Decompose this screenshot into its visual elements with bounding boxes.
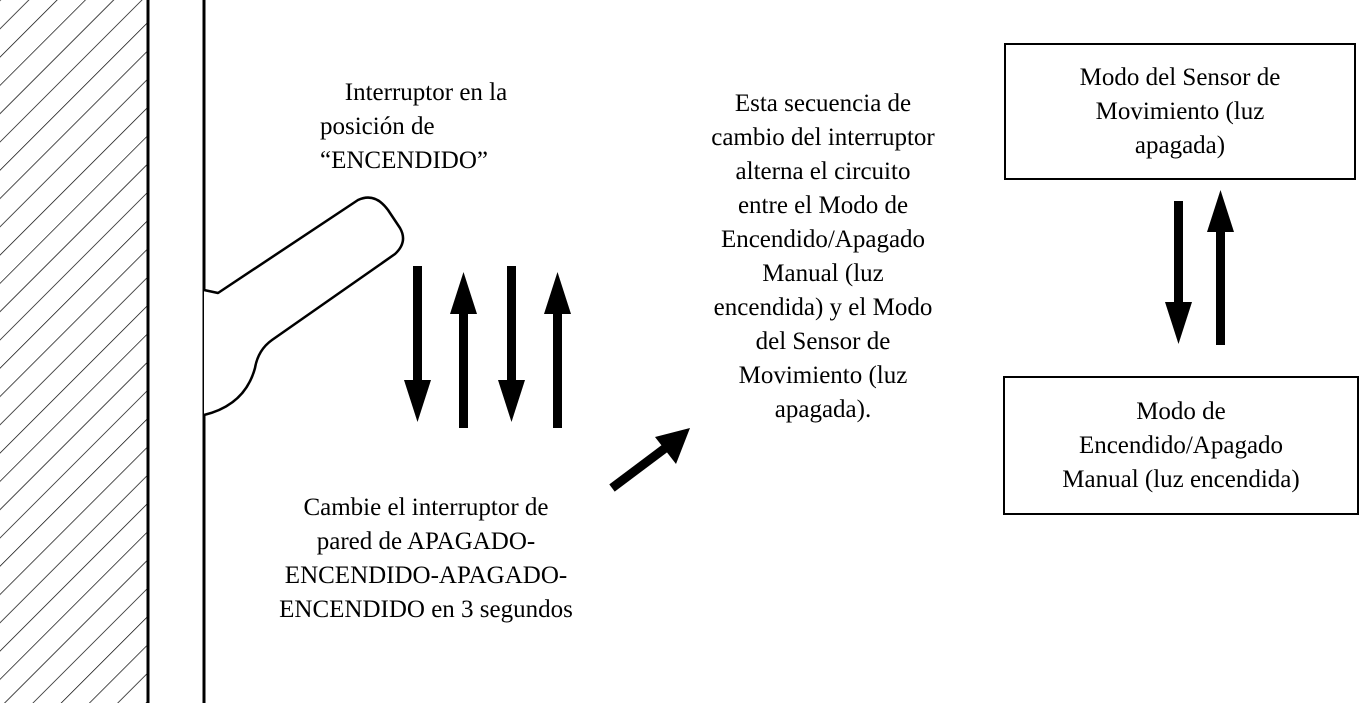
text-line: Manual (luz (762, 260, 884, 287)
text-line: Interruptor en la (344, 79, 508, 106)
arrow-up-icon (1207, 190, 1234, 345)
text-line: Manual (luz encendida) (1062, 465, 1300, 493)
explanation-text: Esta secuencia de cambio del interruptor… (664, 87, 982, 427)
motion-sensor-mode-box: Modo del Sensor de Movimiento (luz apaga… (1004, 43, 1356, 180)
text-line: Modo del Sensor de (1079, 63, 1281, 91)
text-line: “ENCENDIDO” (320, 147, 489, 174)
arrow-down-icon (404, 266, 431, 422)
text-line: Encendido/Apagado (1078, 431, 1284, 459)
text-line: encendida) y el Modo (713, 294, 933, 321)
text-line: Esta secuencia de (734, 90, 912, 117)
mode-toggle-arrows (1165, 190, 1234, 345)
manual-mode-box: Modo de Encendido/Apagado Manual (luz en… (1003, 376, 1359, 515)
text-line: posición de (320, 113, 435, 140)
text-line: ENCENDIDO en 3 segundos (279, 596, 573, 623)
text-line: entre el Modo de (737, 192, 909, 219)
text-line: Cambie el interruptor de (303, 494, 549, 521)
instruction-text: Cambie el interruptor de pared de APAGAD… (226, 491, 626, 627)
wall-hatching (0, 0, 148, 703)
text-line: pared de APAGADO- (316, 528, 536, 555)
text-line: ENCENDIDO-APAGADO- (284, 562, 568, 589)
text-line: cambio del interruptor (711, 124, 935, 151)
text-line: alterna el circuito (735, 158, 911, 185)
switch-sequence-arrows (404, 266, 571, 428)
arrow-down-icon (1165, 201, 1192, 344)
arrow-up-icon (450, 272, 477, 428)
text-line: Movimiento (luz (1095, 97, 1265, 125)
text-line: Encendido/Apagado (720, 226, 926, 253)
diagonal-arrow-icon (609, 428, 690, 492)
text-line: apagada). (774, 396, 872, 423)
text-line: Movimiento (luz (738, 362, 908, 389)
switch-toggle-lever (203, 196, 405, 417)
switch-position-label: Interruptor en la posición de “ENCENDIDO… (296, 76, 556, 178)
text-line: del Sensor de (755, 328, 891, 355)
text-line: apagada) (1134, 131, 1226, 159)
text-line: Modo de (1136, 397, 1226, 425)
arrow-up-icon (544, 272, 571, 428)
arrow-down-icon (498, 266, 525, 422)
